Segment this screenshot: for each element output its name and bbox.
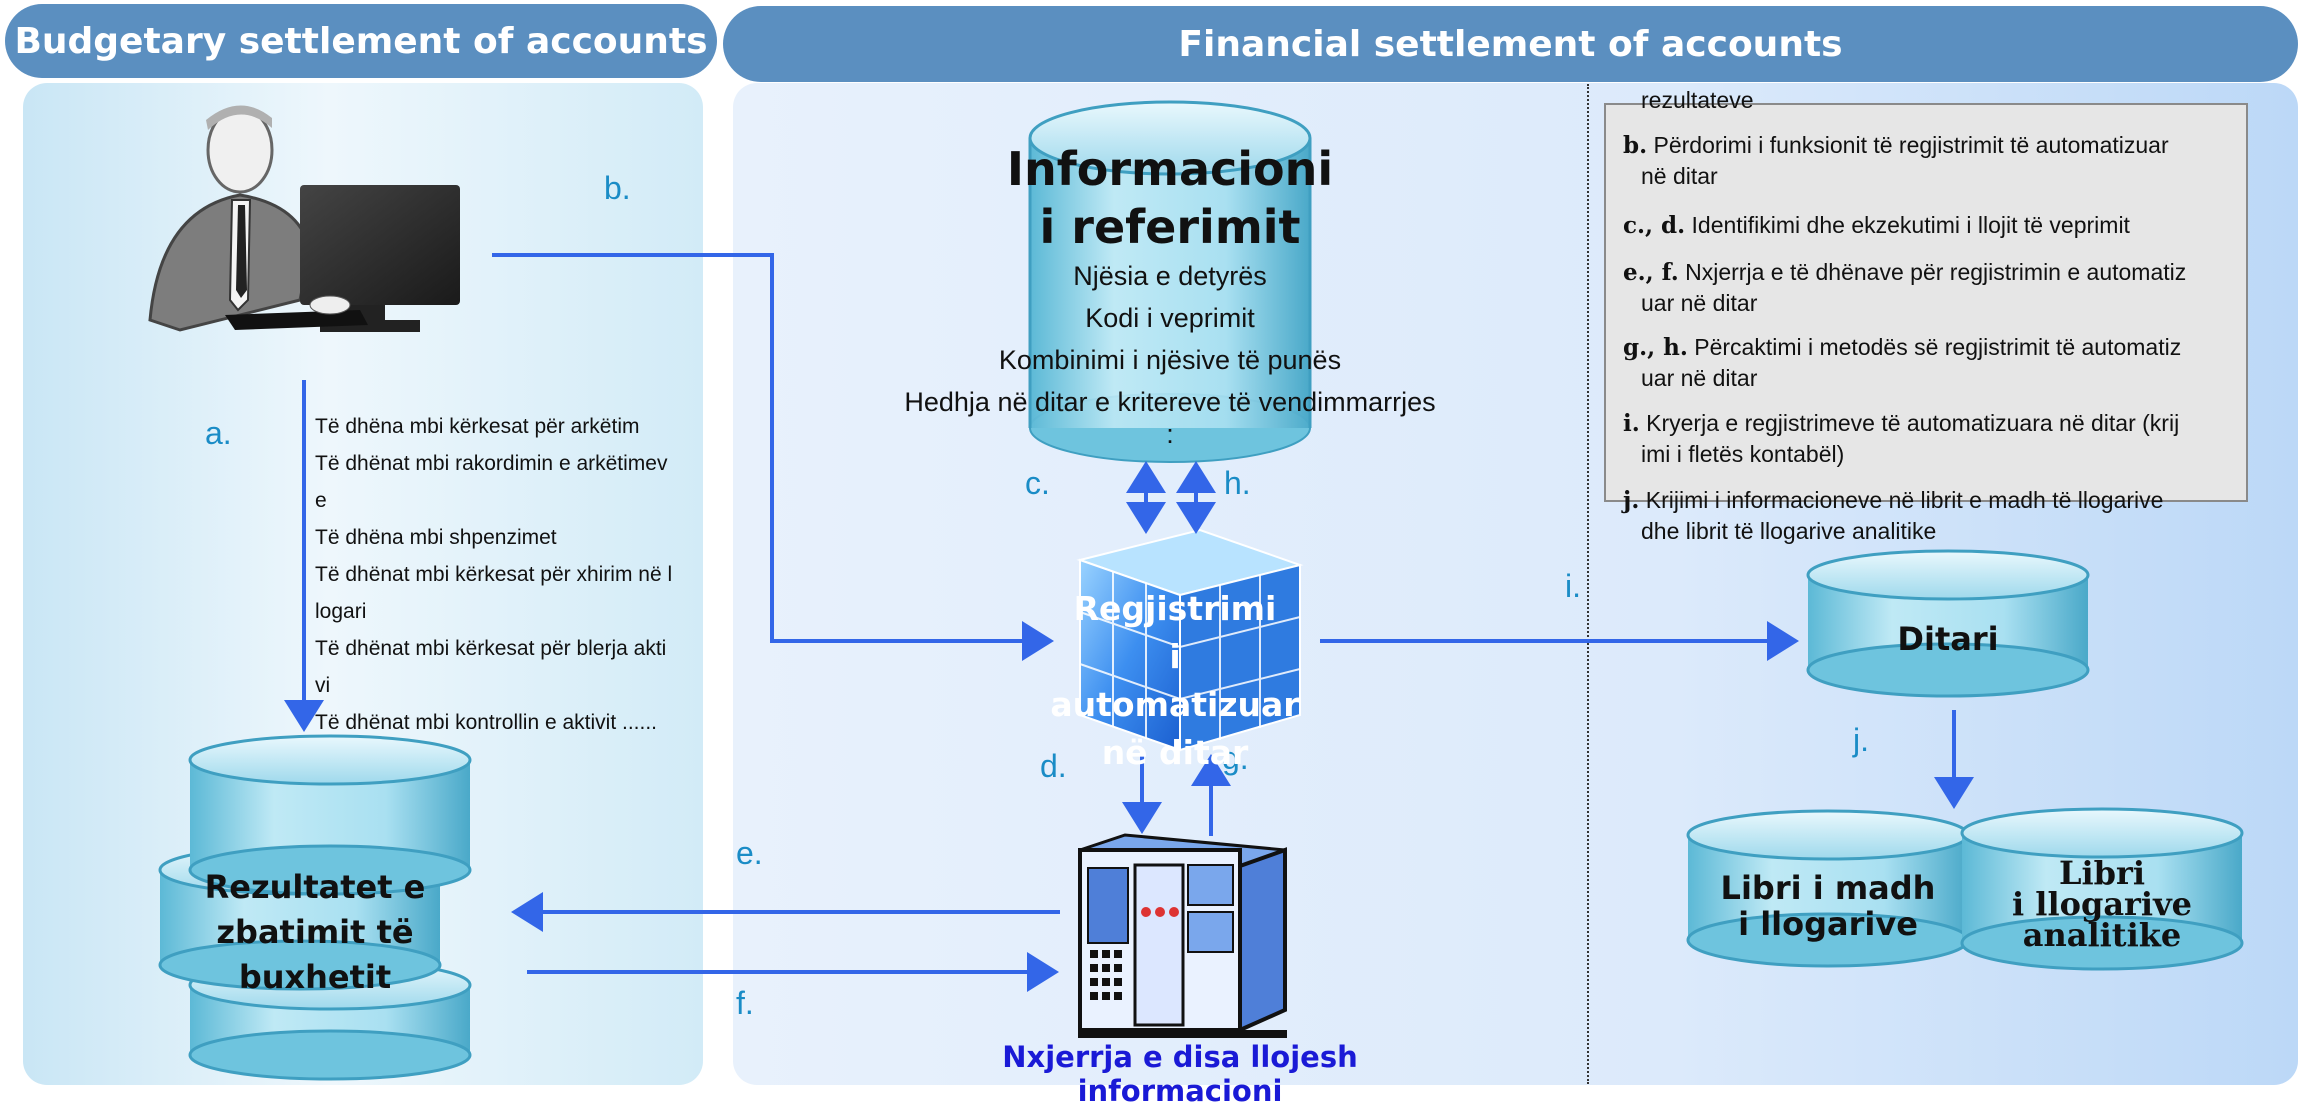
- legend-text-cont: dhe librit të llogarive analitike: [1641, 518, 1937, 544]
- legend-text: Përcaktimi i metodës së regjistrimit të …: [1694, 334, 2182, 360]
- data-list-item: Të dhëna mbi shpenzimet: [315, 526, 557, 549]
- label-e: e.: [736, 835, 763, 871]
- legend-item-gh: g., h. Përcaktimi i metodës së regjistri…: [1623, 332, 2248, 393]
- user-at-computer-icon: [148, 105, 460, 332]
- legend-key: c., d.: [1623, 212, 1686, 239]
- flow-arrows: [284, 253, 1974, 992]
- data-list-item: Të dhënat mbi kontrollin e aktivit .....…: [315, 711, 657, 734]
- data-list-item: Të dhëna mbi kërkesat për arkëtim: [315, 415, 640, 438]
- reference-item: Njësia e detyrës: [1073, 261, 1267, 291]
- legend-item-j: j. Krijimi i informacioneve në librit e …: [1623, 485, 2248, 546]
- legend-text: Identifikimi dhe ekzekutimi i llojit të …: [1691, 212, 2130, 238]
- label-c: c.: [1025, 465, 1050, 501]
- label-d: d.: [1040, 748, 1067, 784]
- label-h: h.: [1224, 465, 1251, 501]
- results-cylinders: [158, 734, 472, 1081]
- budgetary-banner-title: Budgetary settlement of accounts: [14, 20, 708, 62]
- general-ledger-cylinder: [1686, 809, 1970, 968]
- analytic-ledger-line3: analitike: [2022, 916, 2182, 954]
- label-b: b.: [604, 170, 631, 206]
- data-list-item: vi: [315, 674, 331, 697]
- label-g: g.: [1222, 740, 1249, 776]
- legend-key: i.: [1623, 410, 1640, 437]
- legend-key: e., f.: [1623, 259, 1679, 286]
- legend-text: Nxjerrja e të dhënave për regjistrimin e…: [1685, 259, 2187, 285]
- label-i: i.: [1565, 568, 1581, 604]
- legend-item-b: b. Përdorimi i funksionit të regjistrimi…: [1623, 130, 2248, 191]
- reference-item: Kodi i veprimit: [1085, 303, 1255, 333]
- reference-item: Kombinimi i njësive të punës: [998, 345, 1342, 375]
- analytic-ledger-label: Libri i llogarive analitike: [1962, 854, 2242, 954]
- arrow-b: [492, 253, 1054, 661]
- legend-item-cd: c., d. Identifikimi dhe ekzekutimi i llo…: [1623, 210, 2248, 241]
- legend-key: b.: [1623, 132, 1648, 159]
- analytic-ledger-line2: i llogarive: [2011, 885, 2193, 923]
- ditari-cylinder: [1806, 549, 2090, 698]
- analytic-ledger-cylinder: [1960, 807, 2244, 971]
- dotted-divider: [1587, 84, 1589, 1084]
- general-ledger-line1: Libri i madh: [1720, 869, 1936, 907]
- legend-item-i: i. Kryerja e regjistrimeve të automatizu…: [1623, 408, 2248, 469]
- legend-key: g., h.: [1623, 334, 1688, 361]
- reference-cylinder: [1028, 100, 1312, 463]
- legend-text-cont: në ditar: [1641, 163, 1718, 189]
- legend-text: Krijimi i informacioneve në librit e mad…: [1645, 487, 2164, 513]
- results-label-line2: zbatimit të: [216, 913, 414, 951]
- cube-label-line2: i automatizuar: [1050, 637, 1300, 724]
- general-ledger-label: Libri i madh i llogarive: [1688, 870, 1968, 942]
- budgetary-banner: Budgetary settlement of accounts: [5, 4, 717, 78]
- diagram-graphics: [148, 100, 2244, 1081]
- reference-title-line2: i referimit: [1039, 200, 1301, 254]
- results-label-line1: Rezultatet e: [204, 868, 426, 906]
- data-list-item: Të dhënat mbi kërkesat për blerja akti: [315, 637, 667, 660]
- label-f: f.: [736, 985, 754, 1021]
- cube-label-line1: Regjistrimi: [1073, 589, 1277, 628]
- ditari-label: Ditari: [1897, 620, 1999, 658]
- label-a: a.: [205, 415, 232, 451]
- legend-key: j.: [1623, 487, 1640, 514]
- cube-label: Regjistrimi i automatizuar në ditar: [1040, 585, 1310, 777]
- reference-items: Njësia e detyrës Kodi i veprimit Kombini…: [870, 255, 1470, 449]
- legend-text: Kryerja e regjistrimeve të automatizuara…: [1646, 410, 2180, 436]
- data-list: Të dhëna mbi kërkesat për arkëtim Të dhë…: [315, 408, 705, 741]
- reference-item: Hedhja në ditar e kritereve të vendimmar…: [904, 387, 1436, 417]
- reference-item: :: [1166, 419, 1174, 449]
- reference-title-line1: Informacioni: [1006, 142, 1334, 196]
- legend-text-cont: uar në ditar: [1641, 365, 1758, 391]
- legend-text-cont: imi i fletës kontabël): [1641, 441, 1845, 467]
- data-list-item: Të dhënat mbi rakordimin e arkëtimev: [315, 452, 668, 475]
- cube-icon: [1076, 528, 1304, 752]
- financial-banner: Financial settlement of accounts: [723, 6, 2298, 82]
- financial-banner-title: Financial settlement of accounts: [1178, 23, 1843, 65]
- results-label-line3: buxhetit: [238, 958, 392, 996]
- reference-title: Informacioni i referimit: [960, 140, 1380, 256]
- legend-top-cut: rezultateve: [1641, 87, 1754, 113]
- server-icon: [1078, 833, 1287, 1038]
- cube-label-line3: në ditar: [1101, 733, 1249, 772]
- data-list-item: Të dhënat mbi kërkesat për xhirim në l: [315, 563, 673, 586]
- server-caption: Nxjerrja e disa llojesh informacioni: [1002, 1040, 1358, 1108]
- legend-box: [1604, 103, 2248, 502]
- results-label: Rezultatet e zbatimit të buxhetit: [185, 865, 445, 1000]
- legend-text-cont: uar në ditar: [1641, 290, 1758, 316]
- legend-text: Përdorimi i funksionit të regjistrimit t…: [1653, 132, 2169, 158]
- label-j: j.: [1853, 722, 1869, 758]
- data-list-item: e: [315, 489, 327, 512]
- data-list-item: logari: [315, 600, 367, 623]
- general-ledger-line2: i llogarive: [1738, 905, 1918, 943]
- legend-item-ef: e., f. Nxjerrja e të dhënave për regjist…: [1623, 257, 2248, 318]
- analytic-ledger-line1: Libri: [2058, 854, 2146, 892]
